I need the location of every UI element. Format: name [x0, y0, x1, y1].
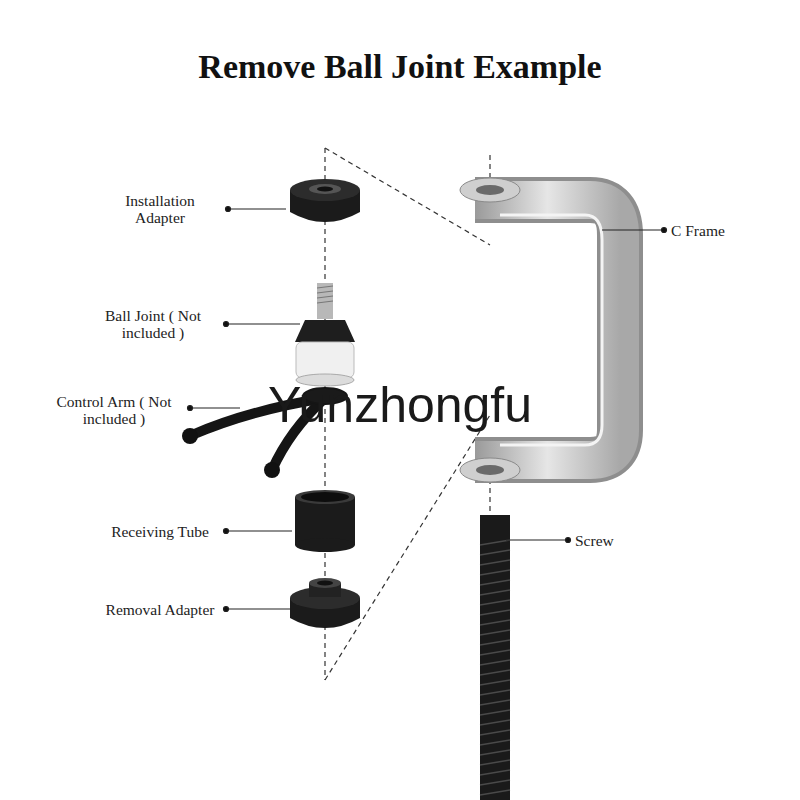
part-label: Receiving Tube	[105, 523, 215, 540]
part-label: C Frame	[671, 222, 781, 239]
part-label: Removal Adapter	[105, 601, 215, 618]
part-label: Ball Joint ( Not included )	[91, 307, 215, 341]
watermark: Yunzhongfu	[268, 376, 532, 434]
part-label: Screw	[575, 532, 665, 549]
page-title: Remove Ball Joint Example	[0, 48, 800, 86]
part-label: Installation Adapter	[105, 192, 215, 226]
part-label: Control Arm ( Not included )	[52, 393, 176, 427]
